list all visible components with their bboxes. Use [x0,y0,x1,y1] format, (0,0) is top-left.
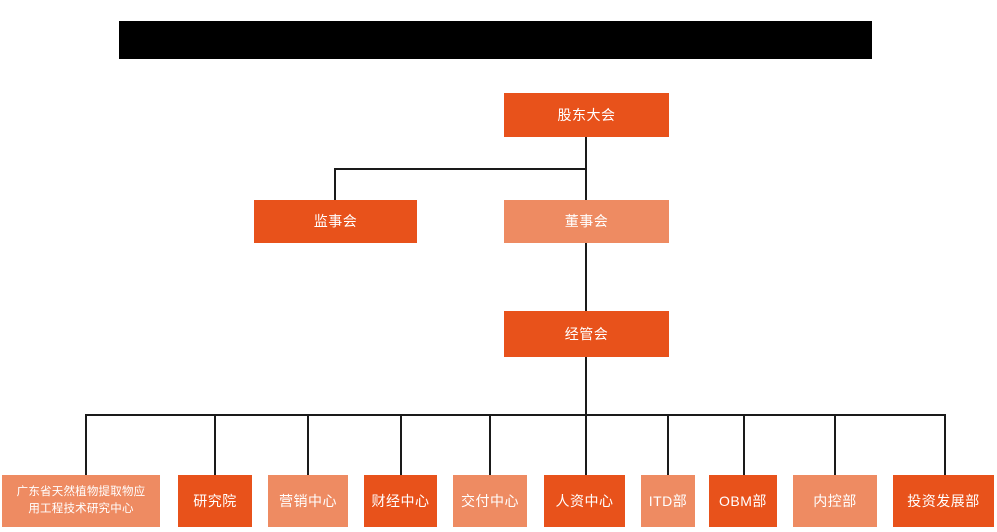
node-management-committee-label: 经管会 [564,325,609,342]
node-dept-human-resources-center[interactable]: 人资中心 [544,475,625,527]
connector-drop-dept-5 [489,414,491,475]
node-dept-7-label: ITD部 [648,492,688,509]
node-dept-8-label: OBM部 [719,492,767,509]
node-management-committee[interactable]: 经管会 [504,311,669,357]
node-board-of-supervisors-label: 监事会 [313,213,358,230]
node-dept-delivery-center[interactable]: 交付中心 [453,475,527,527]
node-dept-itd[interactable]: ITD部 [641,475,695,527]
connector-drop-dept-3 [307,414,309,475]
connector-drop-dept-2 [214,414,216,475]
connector-bus-level2 [335,168,587,170]
connector-bus-departments [86,414,946,416]
node-dept-investment-development[interactable]: 投资发展部 [893,475,994,527]
node-dept-6-label: 人资中心 [555,492,614,509]
node-dept-research-center-natural-plant-extracts[interactable]: 广东省天然植物提取物应 用工程技术研究中心 [2,475,160,527]
node-dept-5-label: 交付中心 [461,492,519,509]
node-dept-3-label: 营销中心 [279,492,337,509]
connector-shareholders-to-bus [585,137,587,169]
node-dept-obm[interactable]: OBM部 [709,475,777,527]
node-dept-1-label-line1: 广东省天然植物提取物应 [16,486,146,499]
connector-management-to-bus [585,357,587,415]
node-dept-marketing-center[interactable]: 营销中心 [268,475,348,527]
connector-drop-dept-10 [944,414,946,475]
node-board-of-supervisors[interactable]: 监事会 [254,200,417,243]
node-board-of-directors[interactable]: 董事会 [504,200,669,243]
connector-drop-dept-4 [400,414,402,475]
node-board-of-directors-label: 董事会 [564,213,609,230]
node-dept-1-label-line2: 用工程技术研究中心 [28,503,134,515]
connector-directors-to-management [585,243,587,312]
connector-drop-dept-6 [585,414,587,475]
connector-drop-dept-1 [85,414,87,475]
node-shareholders-meeting-label: 股东大会 [557,106,616,123]
node-dept-internal-control[interactable]: 内控部 [793,475,877,527]
redacted-title-bar [119,21,872,59]
connector-drop-dept-7 [667,414,669,475]
connector-bus-to-supervisors [334,168,336,201]
node-dept-2-label: 研究院 [193,492,237,509]
node-shareholders-meeting[interactable]: 股东大会 [504,93,669,137]
connector-bus-to-directors [585,168,587,201]
node-dept-9-label: 内控部 [813,492,857,509]
node-dept-4-label: 财经中心 [371,492,430,509]
connector-drop-dept-8 [743,414,745,475]
node-dept-10-label: 投资发展部 [907,492,980,509]
node-dept-finance-center[interactable]: 财经中心 [364,475,437,527]
connector-drop-dept-9 [834,414,836,475]
node-dept-research-institute[interactable]: 研究院 [178,475,252,527]
